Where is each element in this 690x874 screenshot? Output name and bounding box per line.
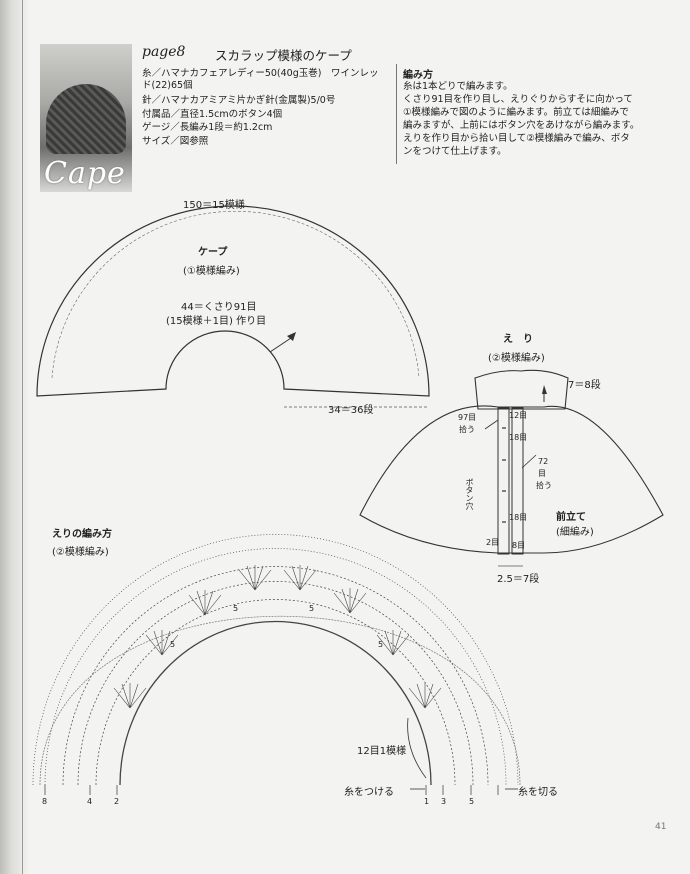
method-line: くさり91目を作り目し、えりぐりからすそに向かって: [403, 94, 633, 105]
method-line: えりを作り目から拾い目して②模様編みで編み、ボタ: [403, 133, 630, 144]
cape-side-measure: 34＝36段: [328, 405, 374, 416]
collar-body: [359, 405, 664, 554]
cape-photo-garment: [46, 84, 126, 154]
chart-arc-4: [62, 566, 489, 786]
label-2: 2目: [486, 538, 500, 547]
cape-top-measure-line: [51, 211, 420, 379]
front-band-pattern: (細編み): [556, 527, 594, 538]
label-18b: 18目: [509, 513, 528, 522]
repeat-bracket: [407, 717, 427, 779]
row-num-right: 3: [441, 797, 447, 806]
cape-inner-note: (15模様＋1目) 作り目: [166, 316, 267, 327]
pickup-72: 72: [538, 457, 549, 466]
page-number: 41: [655, 822, 667, 832]
materials-yarn: 糸／ハマナカフェアレディー50(40g玉巻) ワインレッ: [142, 68, 379, 79]
row-num-right: 1: [424, 797, 430, 806]
materials-gauge: ゲージ／長編み1段＝約1.2cm: [142, 122, 273, 133]
pickup-arrow-left: [484, 419, 499, 430]
crochet-chart: [32, 534, 521, 786]
cape-top-measure: 150＝15模様: [183, 200, 245, 211]
fan-label: 5: [233, 604, 239, 613]
pattern-title: スカラップ模様のケープ: [215, 48, 352, 63]
repeat-note: 12目1模様: [357, 746, 407, 757]
pickup-arrow-right: [521, 454, 537, 469]
materials-needle: 針／ハマナカアミアミ片かぎ針(金属製)5/0号: [142, 95, 336, 106]
materials-notions: 付属品／直径1.5cmのボタン4個: [142, 109, 283, 120]
collar-pattern: (②模様編み): [488, 353, 545, 364]
method-line: ンをつけて仕上げます。: [403, 146, 507, 157]
collar-name: え り: [503, 334, 533, 345]
column-divider: [396, 64, 397, 164]
materials-yarn-cont: ド(22)65個: [142, 80, 193, 91]
row-num-left: 2: [114, 797, 120, 806]
chart-arc-2: [95, 599, 456, 786]
fan-label: 5: [309, 604, 315, 613]
materials-size: サイズ／図参照: [142, 136, 209, 147]
chart-base-arc: [119, 620, 432, 786]
cut-yarn-label: 糸を切る: [518, 787, 558, 798]
chart-arc-5: [44, 548, 507, 786]
chart-pattern: (②模様編み): [52, 547, 109, 558]
method-heading: 編み方: [403, 70, 433, 81]
cape-inner-measure: 44＝くさり91目: [181, 302, 257, 313]
method-line: 編みますが、上前にはボタン穴をあけながら編みます。: [403, 120, 640, 131]
row-num-left: 8: [42, 797, 48, 806]
chart-edge-arc: [39, 616, 521, 786]
cape-name: ケープ: [198, 247, 228, 258]
buttonhole-label: ボタン穴: [465, 478, 474, 510]
collar-rows: 7＝8段: [568, 380, 601, 391]
pickup-72-note: 拾う: [536, 481, 552, 490]
chart-arc-6: [32, 534, 519, 786]
method-line: 糸は1本どりで編みます。: [403, 81, 513, 92]
fan-label: 5: [378, 640, 384, 649]
cape-pattern: (①模様編み): [183, 266, 240, 277]
page-label: page8: [142, 44, 186, 60]
chart-row-ticks: [44, 785, 499, 795]
front-band-label: 前立て: [556, 512, 586, 523]
row-num-left: 4: [87, 797, 93, 806]
chart-fans: [113, 565, 442, 709]
pickup-97-note: 拾う: [459, 425, 475, 434]
method-line: ①模様編みで図のように編みます。前立ては細編みで: [403, 107, 629, 118]
fan-label: 5: [170, 640, 176, 649]
gutter-line: [22, 0, 23, 874]
pickup-72-unit: 目: [538, 469, 546, 478]
book-gutter: [0, 0, 28, 874]
label-8: 8目: [512, 541, 526, 550]
left-front-band: [497, 407, 510, 555]
buttonholes: [502, 427, 506, 523]
cape-photo: [40, 44, 132, 192]
chart-arc-3: [77, 581, 474, 786]
right-front-band: [511, 407, 524, 555]
row-num-right: 5: [469, 797, 475, 806]
cape-outline: [36, 205, 430, 397]
photo-caption: Cape: [44, 156, 126, 191]
label-12: 12目: [509, 411, 528, 420]
join-yarn-label: 糸をつける: [344, 787, 394, 798]
pickup-97: 97目: [458, 413, 477, 422]
chart-heading: えりの編み方: [52, 529, 112, 540]
collar-band: [474, 369, 569, 410]
cape-inner-arrowhead: [287, 332, 296, 341]
band-measure: 2.5＝7段: [497, 574, 540, 585]
label-18a: 18目: [509, 433, 528, 442]
